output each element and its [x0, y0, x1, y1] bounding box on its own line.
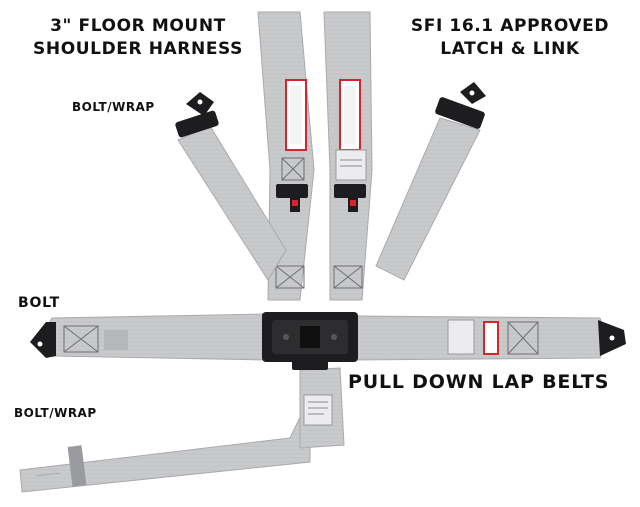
shoulder-extension-left	[175, 92, 287, 281]
lap-belt-right	[349, 315, 626, 361]
sub-strap	[299, 367, 345, 449]
label-pull-down-lap-belts: PULL DOWN LAP BELTS	[348, 371, 610, 393]
lap-belt-extension-strap	[19, 379, 331, 493]
lap-belt-left	[30, 313, 271, 361]
headline-sfi-line2: LATCH & LINK	[440, 39, 580, 59]
sfi-label-tag	[303, 394, 333, 426]
sfi-label-tag	[447, 319, 475, 355]
headline-sfi-approved: SFI 16.1 APPROVED LATCH & LINK	[400, 18, 620, 58]
shoulder-adjusters	[276, 184, 366, 212]
adjuster-loop	[67, 445, 87, 487]
bolt-end-tab-left	[30, 322, 56, 358]
box-stitch	[507, 321, 539, 355]
headline-floor-mount-line1: 3" FLOOR MOUNT	[50, 16, 226, 36]
label-bolt-wrap-bottom: BOLT/WRAP	[14, 406, 97, 420]
label-bolt-wrap-top: BOLT/WRAP	[72, 100, 155, 114]
adjuster	[104, 330, 128, 350]
box-stitch	[63, 325, 99, 353]
shoulder-extension-right	[375, 82, 486, 281]
shoulder-belt-right	[323, 11, 373, 301]
label-bolt: BOLT	[18, 295, 60, 311]
headline-floor-mount-line2: SHOULDER HARNESS	[33, 39, 243, 59]
brand-tag	[483, 321, 499, 355]
adjuster-buckle	[175, 110, 219, 138]
headline-sfi-line1: SFI 16.1 APPROVED	[410, 16, 610, 36]
sfi-label-tag	[335, 149, 367, 181]
headline-floor-mount: 3" FLOOR MOUNT SHOULDER HARNESS	[18, 18, 258, 58]
adjuster-buckle	[435, 97, 485, 129]
box-stitch	[281, 157, 305, 181]
latch-and-link-buckle	[262, 312, 358, 370]
